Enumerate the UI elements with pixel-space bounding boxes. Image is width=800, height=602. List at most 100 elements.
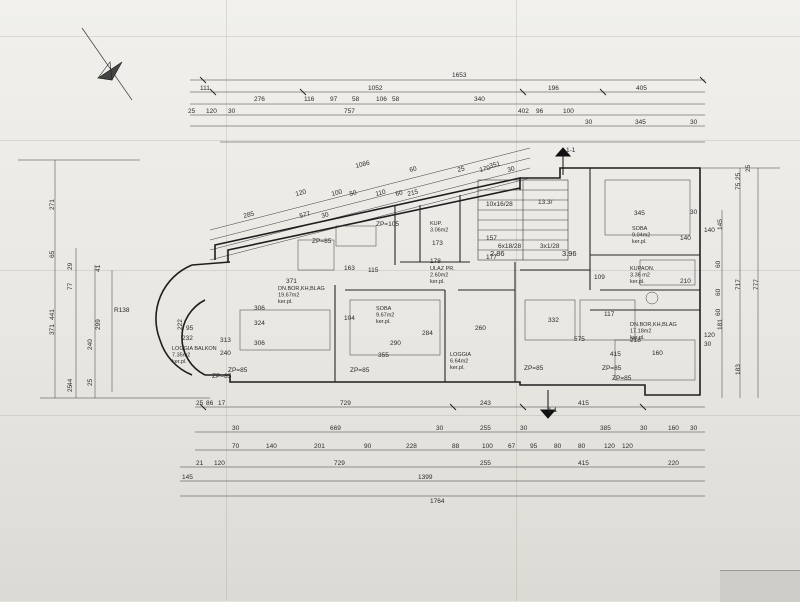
bottom-dimension-label: 160 (668, 425, 679, 432)
room-floor: ker.pl. (172, 359, 187, 365)
bottom-dimension-label: 415 (578, 400, 589, 407)
top-dimension-label: 402 (518, 108, 529, 115)
interior-dimension-label: 173 (432, 240, 443, 247)
interior-walls (334, 168, 700, 382)
right-dimension-label: 25 (735, 172, 742, 180)
top-dimension-label: 58 (352, 96, 360, 103)
interior-dimension-label: 95 (186, 325, 194, 332)
bottom-dimension-label: 729 (340, 400, 351, 407)
interior-dimension-label: 355 (378, 352, 389, 359)
bottom-dimension-label: 30 (640, 425, 648, 432)
interior-dimension-label: 306 (254, 305, 265, 312)
outer-walls (155, 167, 701, 396)
left-dimension-label: 371 (49, 324, 56, 335)
bottom-dimension-lines (180, 406, 705, 497)
bottom-dimension-label: 88 (452, 443, 460, 450)
bottom-dimension-label: 255 (480, 460, 491, 467)
right-dimension-lines (700, 167, 780, 398)
interior-dimension-label: 313 (220, 337, 231, 344)
left-dimension-label: 271 (49, 199, 56, 210)
room-area: 9.67m2 (376, 313, 394, 319)
bottom-dimension-label: 120 (214, 460, 225, 467)
interior-dimension-label: 115 (368, 267, 379, 274)
bottom-dimension-label: 30 (436, 425, 444, 432)
misc-label: ZP=85 (524, 365, 544, 372)
left-dimension-lines (18, 159, 210, 399)
misc-label: R138 (114, 307, 130, 314)
bottom-dimension-label: 243 (480, 400, 491, 407)
top-dimension-label: 345 (635, 119, 646, 126)
top-dimension-label: 340 (474, 96, 485, 103)
right-dimension-label: 60 (715, 288, 722, 296)
right-dimension-label: 145 (717, 219, 724, 230)
right-dimension-label: 140 (704, 227, 715, 234)
diagonal-dimension-label: 577 (299, 210, 312, 220)
room-area: 9.04m2 (632, 233, 650, 239)
misc-label: ZP=85 (612, 375, 632, 382)
paper-fold (0, 270, 800, 271)
interior-dimension-label: 324 (254, 320, 265, 327)
left-dimension-label: 222 (177, 319, 184, 330)
diagonal-dimension-label: 100 (331, 188, 344, 198)
interior-dimension-label: 2.86 (490, 249, 505, 258)
interior-dimension-label: 210 (680, 278, 691, 285)
room-name: DN.BOR,KH,BLAG (278, 286, 325, 292)
bottom-dimension-label: 70 (232, 443, 240, 450)
stair-label: 10x16/28 (486, 201, 513, 208)
room-area: 17.18m2 (630, 329, 651, 335)
top-dimension-label: 25 (188, 108, 196, 115)
room-name: LOGGIA BALKON (172, 346, 217, 352)
staircase (477, 179, 569, 261)
room-name: LOGGIA (450, 352, 471, 358)
top-dimension-label: 111 (200, 85, 210, 92)
misc-label: 1-1 (566, 147, 576, 154)
diagonal-dimension-label: 30 (507, 165, 516, 174)
interior-dimension-label: 260 (475, 325, 486, 332)
interior-dimension-label: 218 (630, 337, 641, 344)
room-floor: ker.pl. (430, 279, 445, 285)
interior-dimension-label: 232 (182, 335, 193, 342)
interior-dimension-label: 117 (604, 311, 615, 318)
bottom-dimension-label: 120 (622, 443, 633, 450)
interior-dimension-label: 332 (548, 317, 559, 324)
top-dimension-label: 276 (254, 96, 265, 103)
interior-dimension-label: 140 (680, 235, 691, 242)
interior-dimension-label: 284 (422, 330, 433, 337)
diagonal-dimension-label: 1086 (355, 160, 371, 170)
bottom-dimension-label: 255 (480, 425, 491, 432)
interior-dimension-label: 109 (594, 274, 605, 281)
top-dimension-label: 97 (330, 96, 338, 103)
interior-dimension-label: 371 (286, 278, 297, 285)
top-dimension-label: 30 (690, 119, 698, 126)
room-floor: ker.pl. (630, 279, 645, 285)
room-floor: ker.pl. (376, 319, 391, 325)
top-dimension-label: 58 (392, 96, 400, 103)
right-dimension-label: 75 (735, 182, 742, 190)
bottom-dimension-label: 80 (554, 443, 562, 450)
top-dimension-label: 106 (376, 96, 387, 103)
left-dimension-label: 25 (67, 384, 74, 392)
bottom-dimension-label: 729 (334, 460, 345, 467)
misc-label: ZP=85 (228, 367, 248, 374)
bottom-dimension-label: 21 (196, 460, 204, 467)
top-dimension-label: 116 (304, 96, 315, 103)
bottom-dimension-label: 145 (182, 474, 193, 481)
top-dimension-label: 30 (228, 108, 236, 115)
top-dimension-label: 30 (585, 119, 593, 126)
room-floor: ker.pl. (450, 365, 465, 371)
interior-dimension-label: 178 (430, 258, 441, 265)
bottom-dimension-label: 17 (218, 400, 226, 407)
diagonal-dimension-label: 50 (349, 189, 358, 198)
tick-marks (199, 76, 707, 411)
interior-dimension-label: 306 (254, 340, 265, 347)
stair-label: 177 (486, 254, 497, 261)
diagonal-dimension-label: 120 (295, 188, 308, 198)
bottom-dimension-label: 228 (406, 443, 417, 450)
top-dimension-label: 120 (206, 108, 217, 115)
interior-dimension-label: 163 (344, 265, 355, 272)
top-dimension-label: 405 (636, 85, 647, 92)
room-name: KUPAON. (630, 266, 655, 272)
bottom-dimension-label: 385 (600, 425, 611, 432)
diagonal-dimension-label: 30 (321, 211, 330, 220)
